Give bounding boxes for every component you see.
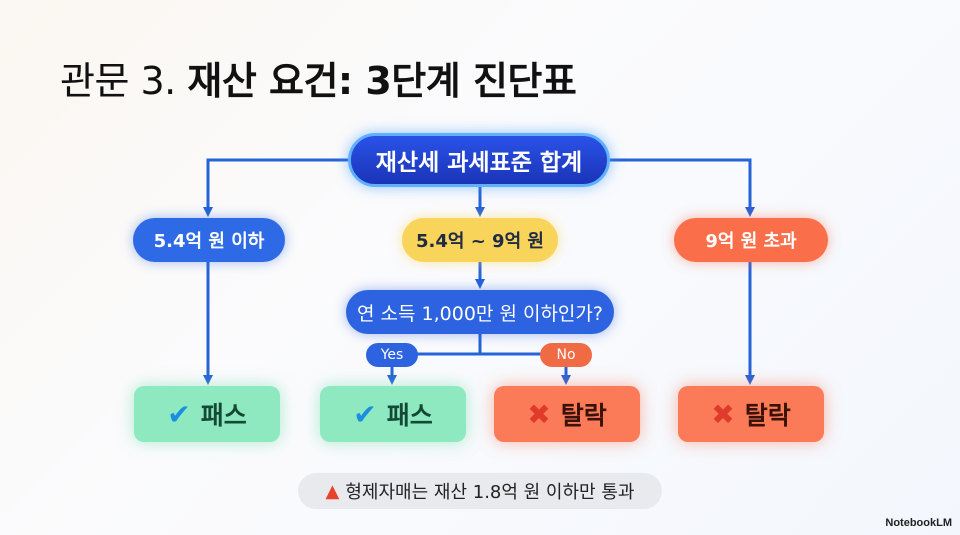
no-tag: No (540, 343, 592, 367)
income-question: 연 소득 1,000만 원 이하인가? (346, 290, 614, 334)
yes-tag: Yes (366, 343, 418, 367)
cross-icon: ✖ (711, 397, 735, 431)
result-fail-high: ✖ 탈락 (678, 386, 824, 442)
brand-watermark: NotebookLM (885, 517, 952, 529)
page-title: 관문 3. 재산 요건: 3단계 진단표 (60, 50, 577, 105)
branch-high: 9억 원 초과 (674, 218, 828, 262)
sibling-note: ▲ 형제자매는 재산 1.8억 원 이하만 통과 (298, 473, 662, 509)
result-label: 탈락 (744, 401, 791, 430)
connector-question-split (392, 334, 566, 356)
root-node: 재산세 과세표준 합계 (348, 133, 610, 187)
note-text: 형제자매는 재산 1.8억 원 이하만 통과 (345, 482, 635, 503)
result-pass-low: ✔ 패스 (134, 386, 280, 442)
cross-icon: ✖ (527, 397, 551, 431)
branch-mid: 5.4억 ~ 9억 원 (402, 218, 558, 262)
result-fail-no: ✖ 탈락 (494, 386, 640, 442)
check-icon: ✔ (353, 397, 377, 431)
title-prefix: 관문 3. (60, 59, 176, 103)
connector-root-high (610, 158, 755, 217)
result-label: 패스 (200, 401, 247, 430)
title-main: 재산 요건: 3단계 진단표 (187, 59, 577, 103)
warning-icon: ▲ (325, 480, 340, 502)
result-pass-yes: ✔ 패스 (320, 386, 466, 442)
result-label: 탈락 (560, 401, 607, 430)
branch-low: 5.4억 원 이하 (133, 218, 285, 262)
connector-root-low (203, 158, 348, 217)
check-icon: ✔ (167, 397, 191, 431)
result-label: 패스 (386, 401, 433, 430)
